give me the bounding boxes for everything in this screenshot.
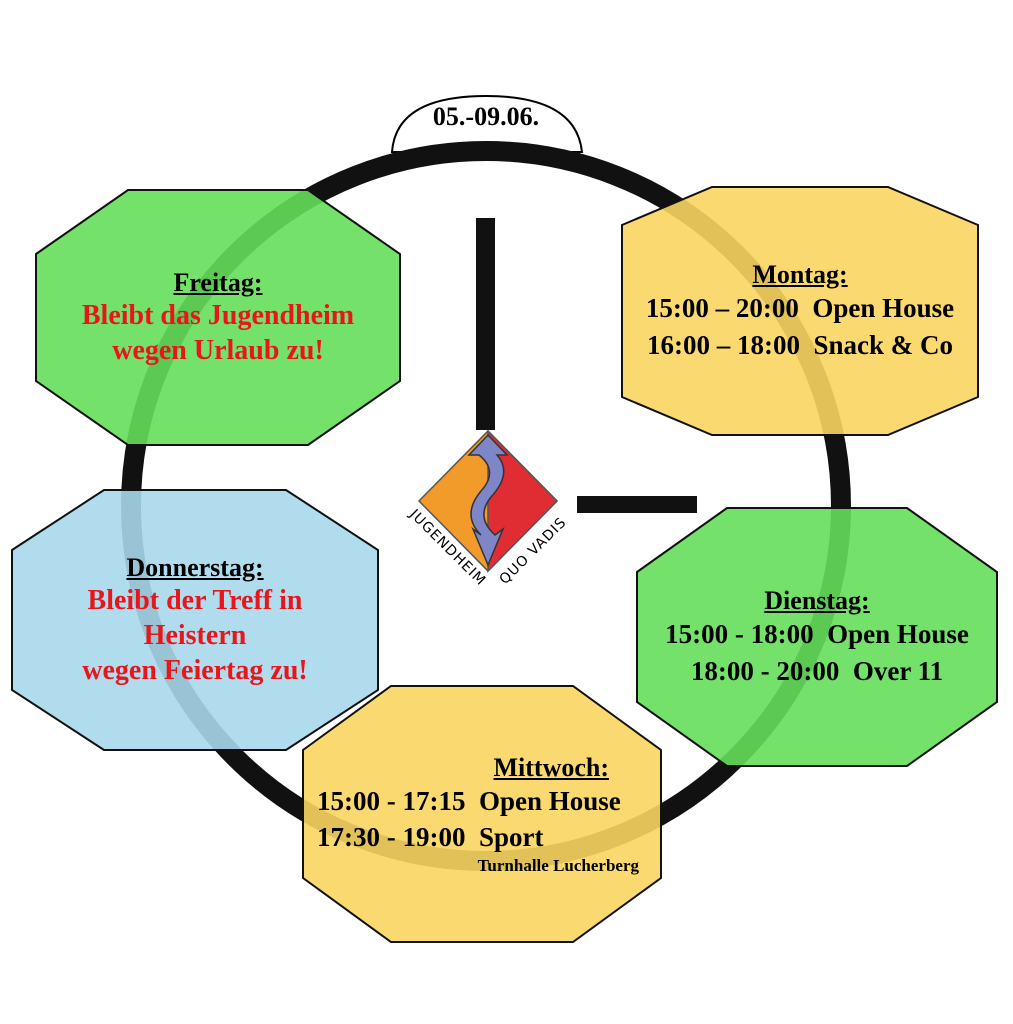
date-tab-shape: [390, 94, 584, 153]
logo: JUGENDHEIM QUO VADIS: [395, 425, 580, 605]
tuesday-line1: 15:00 - 18:00 Open House: [665, 619, 969, 650]
monday-line1: 15:00 – 20:00 Open House: [645, 293, 955, 324]
hex-thursday: Donnerstag: Bleibt der Treff in Heistern…: [11, 489, 379, 751]
friday-line1: Bleibt das Jugendheim: [81, 300, 355, 332]
clock-hand-minute: [577, 496, 697, 513]
thursday-line2: Heistern: [143, 620, 247, 652]
hex-friday: Freitag: Bleibt das Jugendheim wegen Url…: [35, 189, 401, 446]
tuesday-line2: 18:00 - 20:00 Over 11: [690, 655, 944, 686]
clock-hand-hour: [476, 218, 495, 430]
hex-wednesday: Mittwoch: 15:00 - 17:15 Open House 17:30…: [302, 685, 662, 943]
friday-title: Freitag:: [173, 267, 263, 297]
date-range-label: 05.-09.06.: [432, 102, 540, 131]
hex-tuesday: Dienstag: 15:00 - 18:00 Open House 18:00…: [636, 507, 998, 767]
thursday-line3: wegen Feiertag zu!: [82, 655, 308, 687]
thursday-line1: Bleibt der Treff in: [87, 585, 303, 617]
monday-title: Montag:: [752, 259, 848, 289]
monday-line2: 16:00 – 18:00 Snack & Co: [646, 329, 953, 360]
wednesday-line1: 15:00 - 17:15 Open House: [317, 785, 621, 816]
logo-emblem: JUGENDHEIM QUO VADIS: [405, 429, 570, 589]
tuesday-title: Dienstag:: [764, 585, 870, 615]
wednesday-note: Turnhalle Lucherberg: [477, 855, 639, 875]
wednesday-title: Mittwoch:: [493, 752, 609, 782]
thursday-title: Donnerstag:: [126, 552, 264, 582]
friday-line2: wegen Urlaub zu!: [112, 335, 324, 367]
wednesday-line2: 17:30 - 19:00 Sport: [317, 822, 544, 853]
hex-monday: Montag: 15:00 – 20:00 Open House 16:00 –…: [621, 186, 979, 436]
